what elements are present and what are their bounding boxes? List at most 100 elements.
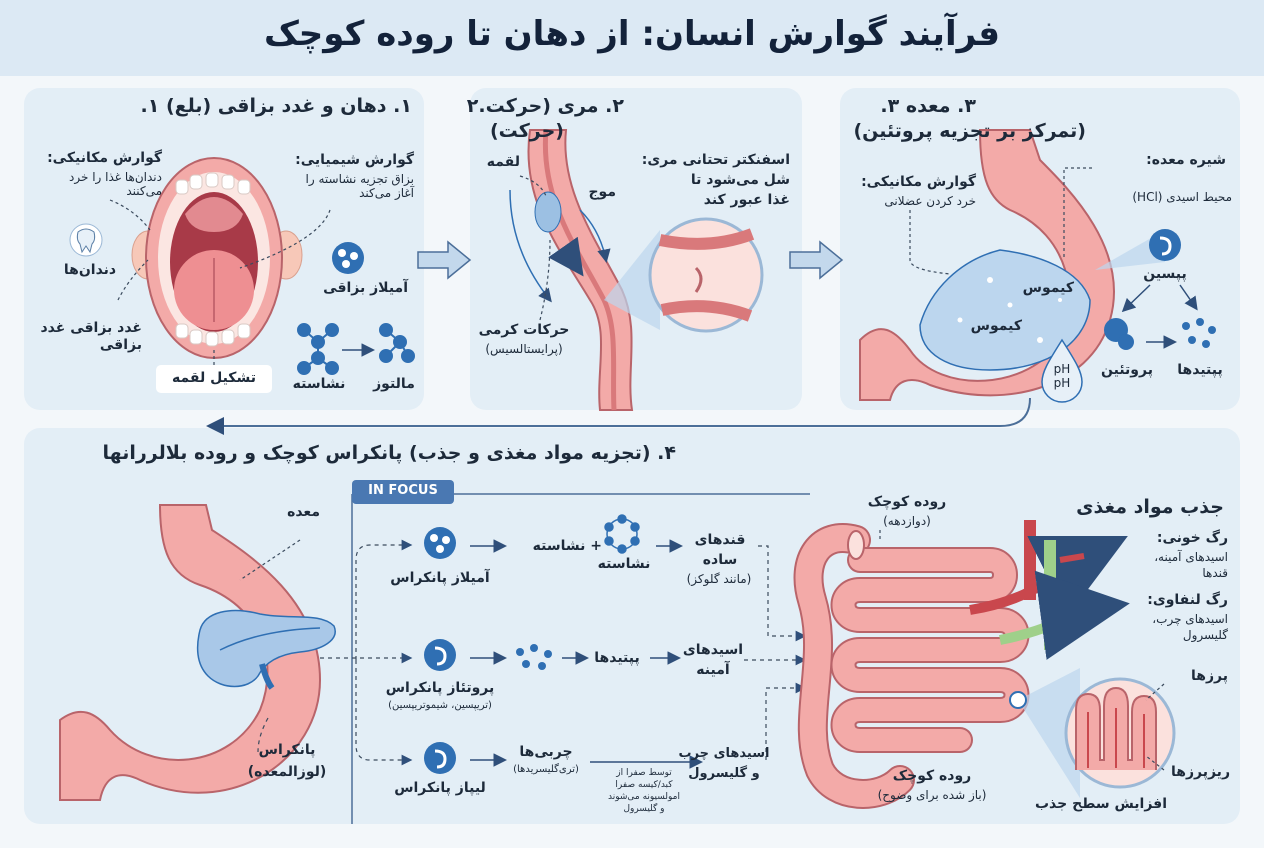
mouth-panel-heading: ۱. دهان و غدد بزاقی (بلع) ۱. [140, 95, 413, 117]
starch-ring-icon [604, 514, 640, 554]
esophagus-leader-lines [519, 175, 551, 321]
protease-subtitle: (تریپسین، شیموتریپسین) [388, 700, 492, 711]
pancreatic-protease-label: پروتئاز پانکراس [385, 680, 495, 696]
lymph-vessel-icon [999, 540, 1130, 660]
pancreatic-lipase-icon [424, 742, 456, 774]
small-intestine-heading: ۴. (تجزیه مواد مغذی و جذب) پانکراس کوچک … [102, 442, 676, 464]
starch-molecule-icon [297, 323, 339, 375]
title-band [0, 0, 1264, 76]
wave-label: موج [588, 184, 616, 200]
surface-area-label: افزایش سطح جذب [1034, 796, 1167, 812]
sphincter-zoom-icon [648, 217, 764, 333]
chyme-label-1: کیموس [1022, 280, 1074, 296]
peptides-icon [1182, 318, 1216, 348]
lymph-vessel-title: رگ لنفاوی: [1147, 592, 1228, 608]
villi-zoom-icon [1064, 677, 1176, 789]
sphincter-line3: غذا عبور کند [703, 192, 790, 208]
flow-arrow-2 [789, 240, 844, 280]
stomach-label: معده [287, 504, 320, 520]
stomach-mechanical-text: خرد کردن عضلانی [884, 194, 976, 208]
peptide-dots-icon [516, 644, 552, 670]
starch-label: نشاسته [292, 376, 346, 392]
bolus-label: لقمه [486, 154, 520, 170]
amino-acids-line1: اسیدهای [682, 642, 744, 658]
lymph-vessel-text2: گلیسرول [1182, 628, 1228, 642]
in-focus-badge [352, 480, 454, 504]
pancreatic-lipase-label: لیپاز پانکراس [394, 780, 486, 796]
simple-sugars-line2: ساده [702, 552, 738, 568]
sphincter-line2: شل می‌شود تا [690, 172, 790, 188]
salivary-glands-label: غدد بزاقی غدد بزاقی [40, 320, 142, 353]
stomach-heading-line2: (تمرکز بر تجزیه پروتئین) [853, 120, 1086, 142]
esophagus-illustration [509, 129, 660, 411]
enzyme-icon [332, 242, 364, 274]
simple-sugars-line1: قندهای [694, 532, 746, 548]
stomach-mechanical-title: گوارش مکانیکی: [861, 174, 976, 190]
blood-vessel-text2: قندها [1202, 566, 1228, 580]
ph-label: pH pH [1053, 362, 1071, 391]
bile-line4: و گلیسرول [623, 804, 665, 814]
duodenum-line1: روده کوچک [867, 494, 947, 510]
pancreatic-amylase-label: آمیلاز پانکراس [390, 570, 490, 586]
bile-line2: کبد/کیسه صفرا [615, 780, 673, 790]
stomach-leader-lines [909, 167, 1092, 275]
plus-starch-label: + نشاسته [532, 538, 602, 554]
chemical-digestion-text: بزاق تجزیه نشاسته را آغاز می‌کند [305, 172, 414, 201]
to-intestine-dashed-arrows [744, 545, 807, 760]
chyme-label-2: کیموس [970, 318, 1022, 334]
mechanical-digestion-title: گوارش مکانیکی: [47, 150, 162, 166]
villi-label: پرزها [1191, 668, 1228, 684]
chemical-digestion-title: گوارش شیمیایی: [295, 152, 414, 168]
blood-vessel-text1: اسیدهای آمینه، [1154, 550, 1228, 564]
esophagus-heading-line2: (حرکت) [489, 120, 564, 142]
in-focus-badge-text: IN FOCUS [368, 483, 438, 498]
pepsin-label: پپسین [1143, 266, 1187, 282]
stomach-heading-line1: ۳. معده ۳. [880, 95, 976, 117]
peptides-label: پپتیدها [1177, 362, 1223, 378]
peptides-product-label: پپتیدها [594, 650, 640, 666]
fats-line1: چربی‌ها [519, 744, 573, 760]
mechanical-digestion-text: دندان‌ها غذا را خرد می‌کنند [69, 170, 162, 199]
stomach-illustration [859, 129, 1165, 401]
simple-sugars-line3: (مانند گلوکز) [686, 572, 752, 586]
zoom-marker [1009, 691, 1027, 709]
small-intestine-line2: (باز شده برای وضوح) [877, 788, 987, 802]
peristalsis-line1: حرکات کرمی [478, 322, 570, 338]
pepsin-icon [1149, 229, 1181, 261]
bile-line3: امولسیونه می‌شوند [607, 792, 681, 802]
pancreatic-amylase-icon [424, 527, 456, 559]
maltose-molecule-icon [379, 323, 415, 363]
pancreatic-protease-icon [424, 639, 456, 671]
maltose-label: مالتوز [373, 376, 415, 392]
teeth-label: دندان‌ها [63, 262, 117, 278]
fatty-acids-line1: اسیدهای چرب [678, 746, 770, 761]
fatty-acids-line2: و گلیسرول [688, 766, 760, 781]
fats-line2: (تری‌گلیسریدها) [513, 764, 579, 775]
blood-vessel-title: رگ خونی: [1156, 530, 1228, 546]
stomach-pancreas-illustration [59, 504, 336, 801]
bolus-formation-label: تشکیل لقمه [172, 370, 256, 386]
panel-small-intestine [24, 428, 1240, 824]
tooth-icon [69, 223, 103, 257]
small-intestine-illustration [793, 523, 1030, 809]
page-title: فرآیند گوارش انسان: از دهان تا روده کوچک [263, 14, 1001, 54]
starch-ring-label: نشاسته [597, 556, 651, 572]
ph-drop-icon [1041, 338, 1083, 403]
bolus-label-box [156, 365, 272, 393]
lymph-vessel-text1: اسیدهای چرب، [1152, 612, 1228, 626]
intestine-leader-lines [239, 530, 1165, 771]
mouth-illustration [131, 157, 303, 359]
pancreas-line1: پانکراس [258, 742, 316, 758]
gastric-juice-text: محیط اسیدی (HCl) [1132, 190, 1232, 204]
pepsin-to-protein-arrow [1121, 284, 1151, 313]
absorption-title: جذب مواد مغذی [1076, 496, 1224, 518]
bile-line1: توسط صفرا از [616, 768, 672, 778]
pepsin-to-peptides-arrow [1179, 284, 1198, 311]
protein-label: پروتئین [1101, 362, 1153, 378]
villi-zoom-cone [1018, 668, 1080, 798]
pancreas-dashed-arrows [257, 539, 413, 766]
flow-arrow-1 [417, 240, 472, 280]
amino-acids-line2: آمینه [696, 662, 730, 678]
